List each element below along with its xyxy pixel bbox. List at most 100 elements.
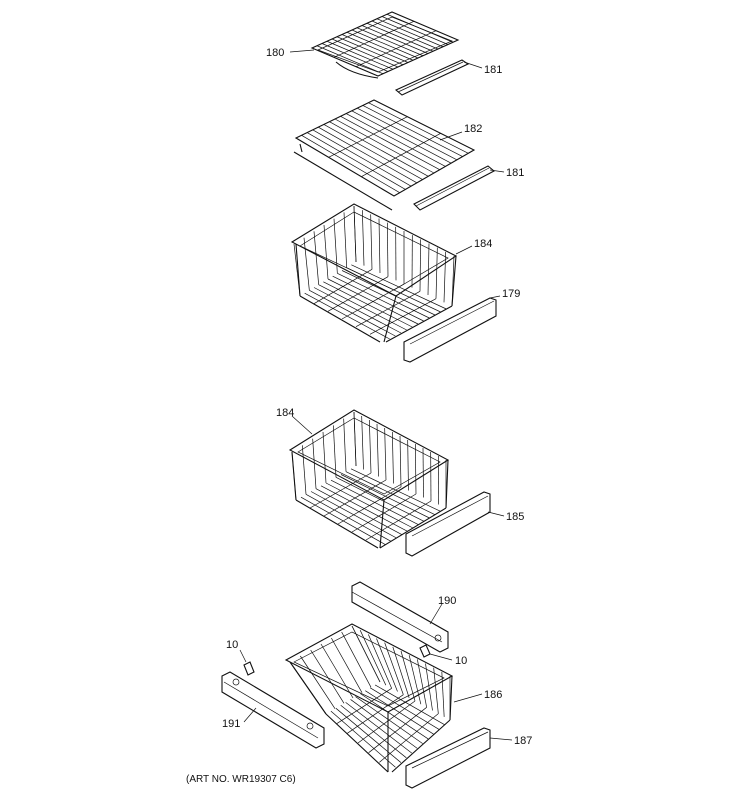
wire — [400, 650, 416, 702]
leader-lines — [239, 49, 513, 741]
wire — [322, 431, 327, 484]
wire — [366, 22, 434, 52]
callout-184-upper: 184 — [474, 238, 492, 250]
wire — [357, 700, 416, 744]
callout-186: 186 — [484, 689, 502, 701]
wire — [408, 655, 422, 705]
callout-190: 190 — [438, 595, 456, 607]
wire — [378, 218, 381, 274]
wire — [293, 243, 301, 297]
wire — [435, 247, 438, 299]
wire — [321, 43, 389, 72]
art-number: (ART NO. WR19307 C6) — [186, 774, 296, 785]
wire-basket-184-upper[interactable] — [290, 203, 458, 343]
wire — [368, 419, 372, 474]
wire — [327, 276, 389, 312]
wire — [336, 36, 404, 66]
wire — [329, 121, 429, 177]
slide-rail-191[interactable] — [221, 671, 325, 749]
wire — [301, 134, 400, 194]
wire — [386, 13, 454, 43]
callout-185: 185 — [506, 511, 524, 523]
wire — [391, 431, 394, 484]
wire — [353, 411, 357, 467]
wire — [336, 688, 392, 724]
wire-basket-186[interactable] — [284, 623, 454, 773]
wire — [351, 110, 452, 164]
wire — [313, 269, 373, 304]
wire — [427, 243, 430, 296]
basket-front-187[interactable] — [405, 727, 491, 789]
wire — [313, 231, 320, 285]
callout-181-upper: 181 — [484, 64, 502, 76]
wire — [312, 129, 412, 187]
slide-rail-190[interactable] — [351, 581, 449, 653]
wire — [323, 224, 329, 280]
wire — [341, 283, 405, 320]
wire — [346, 31, 414, 61]
wire — [328, 116, 408, 158]
wire — [376, 423, 379, 477]
wire — [300, 655, 336, 709]
callout-184-middle: 184 — [276, 407, 294, 419]
wire — [331, 38, 399, 68]
wire — [343, 212, 348, 268]
wire — [351, 493, 417, 533]
wire — [347, 694, 404, 734]
wire — [359, 630, 387, 686]
wire — [351, 625, 381, 683]
wire — [303, 237, 310, 291]
wire — [341, 631, 372, 688]
wire — [333, 218, 338, 274]
shelf-trim-181-upper[interactable] — [394, 59, 470, 96]
wire — [369, 298, 437, 335]
shelf-trim-181-lower[interactable] — [413, 165, 495, 211]
wire — [368, 707, 427, 753]
wire — [323, 124, 423, 180]
wire — [381, 16, 449, 45]
wire — [334, 118, 435, 174]
callout-180: 180 — [266, 47, 284, 59]
screw-10-left[interactable] — [243, 661, 255, 676]
wire — [323, 479, 387, 517]
wire — [351, 29, 419, 59]
wire — [451, 255, 455, 307]
callout-labels: 180 181 182 181 184 179 184 185 190 10 1… — [186, 47, 532, 785]
wire-shelf-182[interactable] — [293, 99, 476, 211]
callout-179: 179 — [502, 288, 520, 300]
basket-front-185[interactable] — [405, 491, 491, 557]
callout-182: 182 — [464, 123, 482, 135]
wire — [365, 500, 432, 541]
wire — [443, 251, 447, 303]
wire — [332, 425, 337, 478]
wire — [362, 105, 463, 157]
wire — [371, 20, 439, 50]
wire — [361, 25, 429, 54]
wire — [316, 45, 384, 75]
wire — [337, 486, 402, 525]
screw-10-right[interactable] — [419, 644, 431, 658]
wire — [357, 107, 458, 161]
wire — [384, 642, 404, 695]
callout-187: 187 — [514, 735, 532, 747]
wire — [345, 113, 446, 167]
wire — [310, 649, 345, 704]
wire — [312, 438, 317, 489]
callout-181-lower: 181 — [506, 167, 524, 179]
wire — [333, 21, 415, 58]
wire — [368, 634, 392, 689]
wire — [399, 435, 402, 488]
wire-shelf-180[interactable] — [310, 11, 460, 79]
wire — [306, 132, 406, 190]
wire — [318, 126, 418, 184]
wire — [291, 451, 297, 501]
wire — [361, 133, 441, 177]
wire — [422, 447, 424, 498]
wire — [425, 663, 433, 711]
wire — [353, 205, 357, 263]
wire — [341, 34, 409, 63]
wire-basket-184-middle[interactable] — [288, 409, 450, 549]
wire — [384, 427, 387, 481]
wire — [441, 671, 445, 717]
wire — [326, 40, 394, 70]
